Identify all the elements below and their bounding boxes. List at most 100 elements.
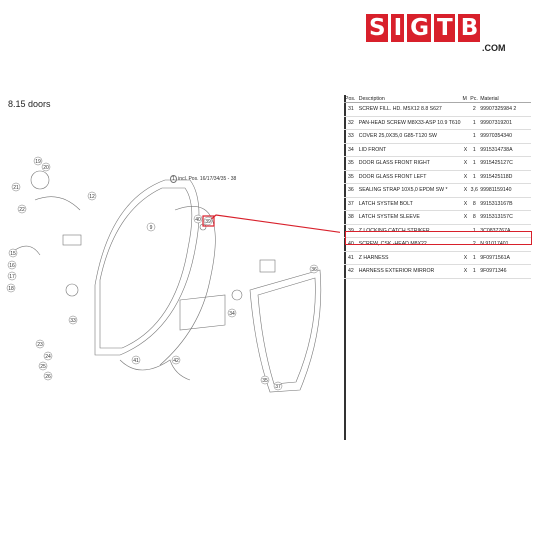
- row-pos: 31: [344, 102, 358, 117]
- label-16: 16: [7, 260, 17, 270]
- label-26: 26: [43, 371, 53, 381]
- row-pos: 38: [344, 210, 358, 225]
- row-pos: 37: [344, 197, 358, 211]
- logo-letters: S I G T B: [366, 14, 516, 42]
- header-pos: Pos.: [344, 95, 358, 103]
- label-40: 40: [193, 214, 203, 224]
- row-m: X: [461, 170, 470, 184]
- svg-text:16: 16: [9, 263, 15, 269]
- row-pc: 1: [469, 224, 480, 238]
- svg-text:34: 34: [229, 311, 235, 317]
- label-34: 34: [227, 308, 237, 318]
- header-m: M: [461, 95, 470, 103]
- label-33: 33: [68, 315, 78, 325]
- label-35: 35: [260, 375, 270, 385]
- row-material: 9915314738A: [479, 143, 531, 157]
- logo-letter: I: [390, 14, 405, 42]
- row-pos: 35: [344, 156, 358, 171]
- row-m: X: [461, 156, 470, 171]
- row-material: 99981159140: [479, 183, 531, 198]
- lid-front: [179, 294, 226, 331]
- svg-text:18: 18: [8, 286, 14, 292]
- row-pc: 2: [469, 102, 480, 117]
- row-material: 9F0971561A: [479, 251, 531, 265]
- row-m: [461, 129, 470, 144]
- svg-text:23: 23: [37, 342, 43, 348]
- svg-text:37: 37: [275, 384, 281, 390]
- speaker-part: [30, 170, 50, 190]
- label-41: 41: [131, 355, 141, 365]
- row-pos: 41: [344, 251, 358, 265]
- label-22: 22: [17, 204, 27, 214]
- label-17: 17: [7, 271, 17, 281]
- svg-text:22: 22: [19, 207, 25, 213]
- row-pc: 1: [469, 143, 480, 157]
- label-36: 36: [309, 264, 319, 274]
- row-description: DOOR GLASS FRONT RIGHT: [357, 156, 462, 171]
- row-description: SEALING STRAP 10X5,0 EPDM SW *: [357, 183, 462, 198]
- svg-text:35: 35: [262, 378, 268, 384]
- svg-text:36: 36: [311, 267, 317, 273]
- row-description: Z LOCKING CATCH STRIKER: [357, 224, 462, 238]
- label-25: 25: [38, 361, 48, 371]
- row-m: [461, 116, 470, 130]
- svg-text:33: 33: [70, 318, 76, 324]
- plate-part: [259, 259, 276, 273]
- logo-letter: B: [457, 14, 481, 42]
- callout-note-number: 1: [170, 175, 177, 183]
- svg-text:12: 12: [89, 194, 95, 200]
- header-pc: Pc.: [469, 95, 480, 103]
- label-39: 39: [203, 216, 213, 226]
- row-pos: 33: [344, 129, 358, 144]
- callout-note: 1 incl. Pos. 16/17/34/35 - 38: [170, 175, 237, 183]
- row-m: X: [461, 210, 470, 225]
- row-pc: 1: [469, 156, 480, 171]
- bracket-part: [62, 234, 82, 246]
- header-description: Description: [357, 95, 462, 103]
- callout-note-text: incl. Pos. 16/17/34/35 - 38: [178, 176, 237, 182]
- door-glass: [249, 269, 322, 393]
- label-9: 9: [146, 222, 156, 232]
- row-material: 9915313167B: [479, 197, 531, 211]
- table-header-row: Pos. Description M Pc. Material: [344, 95, 531, 103]
- row-pos: 39: [344, 224, 358, 238]
- row-material: 9F0971346: [479, 264, 531, 279]
- row-pc: 3,6: [469, 183, 480, 198]
- label-12: 12: [87, 191, 97, 201]
- row-material: 9915425127C: [479, 156, 531, 171]
- label-20: 20: [41, 162, 51, 172]
- cable-part: [34, 196, 81, 211]
- row-pos: 36: [344, 183, 358, 198]
- svg-text:41: 41: [133, 358, 139, 364]
- row-m: X: [461, 264, 470, 279]
- label-24: 24: [43, 351, 53, 361]
- svg-text:20: 20: [43, 165, 49, 171]
- label-42: 42: [171, 355, 181, 365]
- label-23: 23: [35, 339, 45, 349]
- brand-logo[interactable]: S I G T B: [366, 14, 516, 42]
- svg-text:21: 21: [13, 185, 19, 191]
- callout-leader: [207, 214, 340, 233]
- row-pos: 32: [344, 116, 358, 130]
- row-material: 99907325984 2: [479, 102, 531, 117]
- row-material: 9915313157C: [479, 210, 531, 225]
- svg-text:24: 24: [45, 354, 51, 360]
- row-material: 9915425118D: [479, 170, 531, 184]
- row-m: X: [461, 251, 470, 265]
- row-description: COVER 25,0X35,0 G85-T120 SW: [357, 129, 462, 144]
- row-description: LID FRONT: [357, 143, 462, 157]
- svg-text:40: 40: [195, 217, 201, 223]
- row-material: 3C0837767A: [479, 224, 531, 238]
